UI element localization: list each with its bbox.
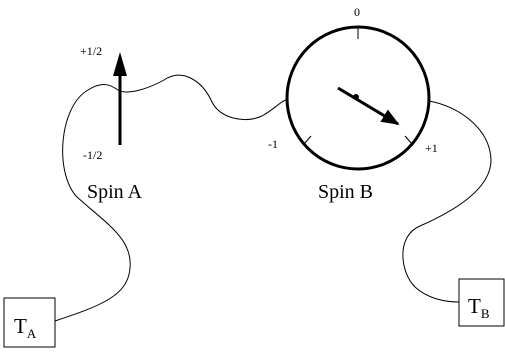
reservoir-b-subscript: B: [481, 306, 490, 321]
reservoir-a-subscript: A: [27, 326, 37, 341]
spin-a-top-value: +1/2: [80, 44, 102, 58]
spin-b-dial-left-value: -1: [268, 137, 278, 151]
spin-a-bottom-value: -1/2: [83, 148, 102, 162]
connecting-wire: [54, 74, 288, 322]
spin-b-dial-right-value: +1: [425, 141, 438, 155]
spin-b: 0 -1 +1 Spin B: [268, 5, 438, 203]
reservoir-b: TB: [458, 278, 505, 327]
spin-a-arrowhead-icon: [113, 52, 127, 76]
reservoir-a-label: TA: [14, 314, 37, 341]
reservoir-b-symbol: T: [468, 294, 481, 318]
spin-a-label: Spin A: [87, 181, 143, 203]
spin-a: +1/2 -1/2 Spin A: [80, 44, 143, 203]
spin-b-label: Spin B: [318, 181, 373, 203]
reservoir-a: TA: [3, 297, 56, 348]
connecting-wire-b: [402, 100, 492, 303]
reservoir-a-box: [3, 297, 56, 348]
reservoir-a-symbol: T: [14, 314, 27, 338]
reservoir-b-box: [458, 278, 505, 327]
spin-b-dial-top-value: 0: [354, 5, 360, 19]
spin-b-needle-arrow-icon: [337, 86, 400, 126]
reservoir-b-label: TB: [468, 294, 490, 321]
spin-b-tick-left: [303, 135, 312, 145]
spin-b-tick-right: [404, 135, 413, 145]
